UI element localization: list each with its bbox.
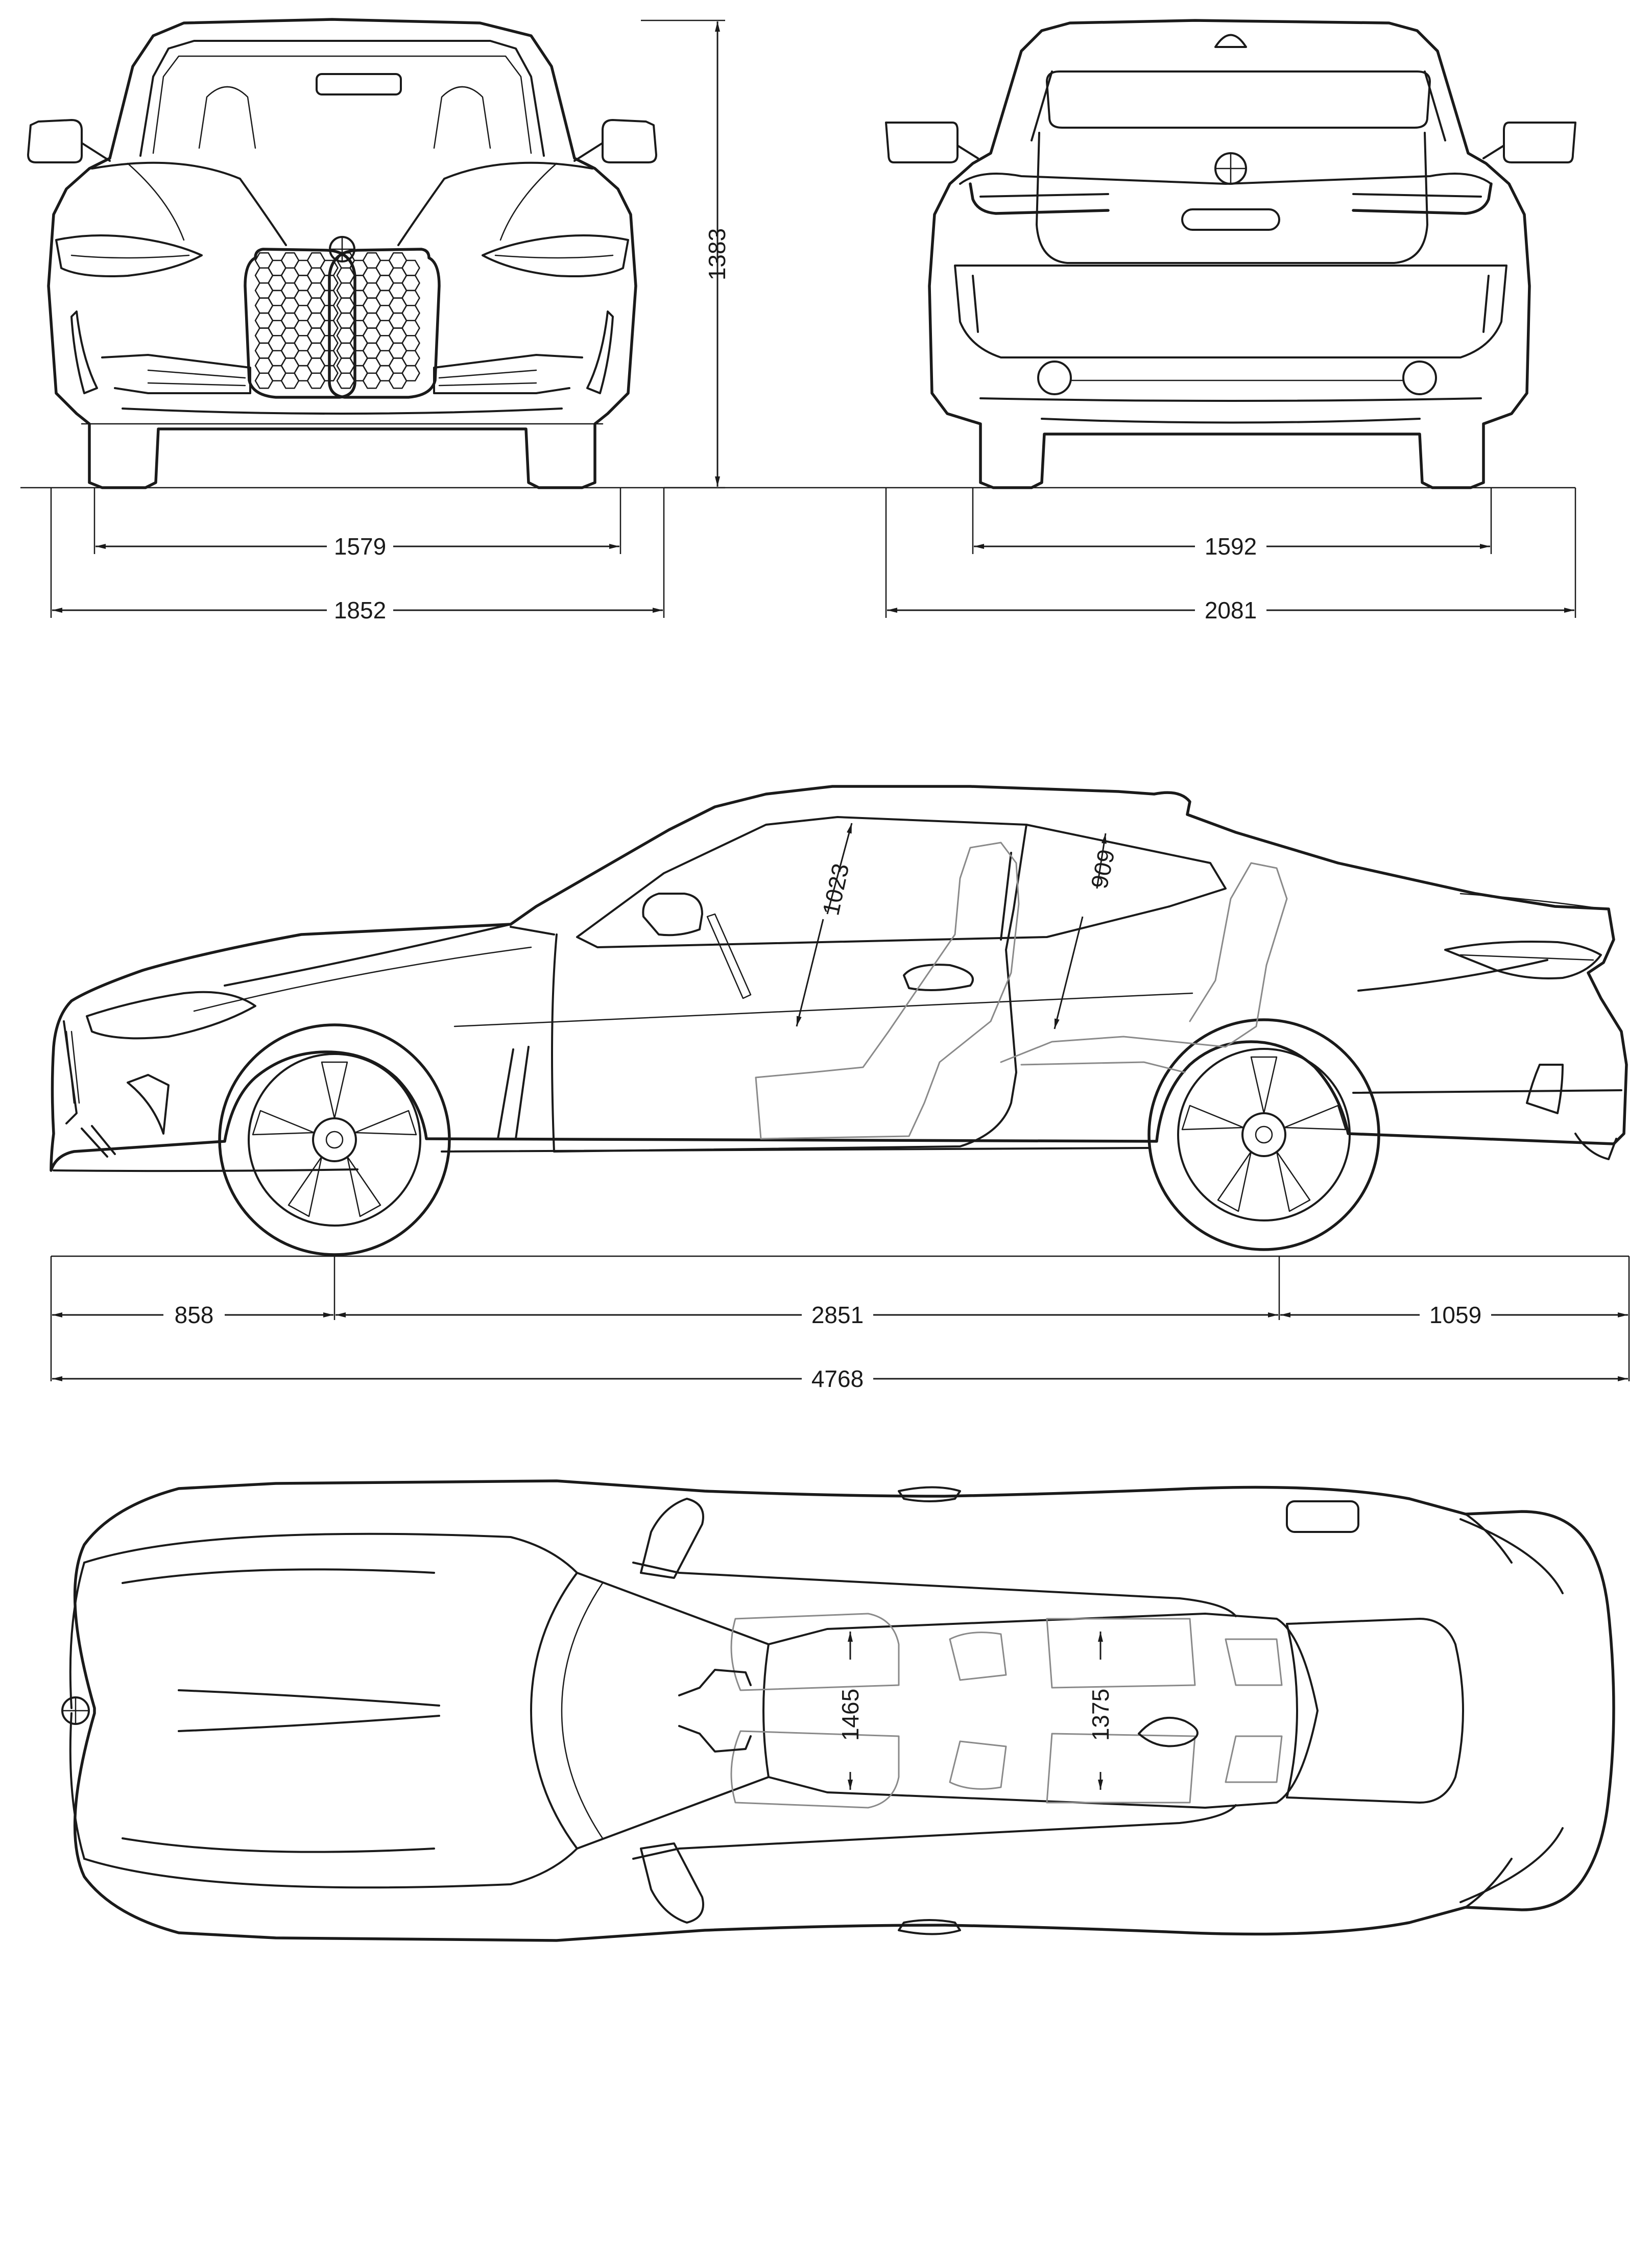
rear-wheel-spokes <box>1181 1056 1347 1212</box>
left-kidney-grille <box>244 248 356 399</box>
right-kidney-grille <box>328 248 441 399</box>
grille-cell <box>401 305 420 322</box>
grille-cell <box>401 365 420 381</box>
rear-right-mirror <box>1503 122 1576 163</box>
dim-front-width: 1852 <box>334 597 386 624</box>
left-headlight <box>55 234 203 277</box>
dim-rear-headroom: 909 <box>1086 847 1120 891</box>
side-mirror <box>642 893 703 937</box>
top-windshield <box>530 1572 770 1850</box>
rear-left-taillight <box>969 182 1110 215</box>
dimension-labels: 1383 1579 1852 1592 2081 858 2851 1059 4… <box>175 228 1482 1741</box>
side-window-frame <box>576 816 1227 948</box>
dim-rear-track: 1592 <box>1205 533 1257 560</box>
side-view <box>50 785 1628 1256</box>
grille-cell <box>401 259 420 276</box>
rear-left-mirror <box>885 122 959 163</box>
front-wheel <box>218 1023 451 1256</box>
grille-cell <box>401 290 420 306</box>
dim-front-track: 1579 <box>334 533 386 560</box>
side-headlight <box>86 991 256 1040</box>
top-mirror-upper <box>640 1498 704 1579</box>
dim-rear-shoulder-width: 1375 <box>1087 1689 1114 1741</box>
grille-cell <box>401 275 420 292</box>
grille-cell <box>401 334 420 351</box>
right-headlight <box>482 234 629 277</box>
dim-front-overhang: 858 <box>175 1302 214 1328</box>
dim-front-height: 1383 <box>704 228 730 280</box>
dim-front-headroom: 1023 <box>817 861 854 918</box>
dim-rear-overhang: 1059 <box>1429 1302 1481 1328</box>
front-view <box>27 18 657 489</box>
rear-seats-top <box>1046 1618 1283 1804</box>
exhaust-right <box>1402 361 1437 395</box>
rear-view <box>885 19 1576 489</box>
rear-window <box>1046 70 1431 129</box>
license-plate-recess <box>1181 208 1280 231</box>
top-mirror-lower <box>640 1842 704 1924</box>
front-wheel-spokes <box>252 1061 417 1217</box>
grille-cell <box>320 365 339 381</box>
top-view <box>61 1479 1615 1942</box>
left-mirror <box>27 119 83 163</box>
dim-wheelbase: 2851 <box>811 1302 864 1328</box>
top-rear-window <box>1286 1618 1464 1804</box>
grille-mesh <box>254 252 420 389</box>
rear-right-taillight <box>1352 182 1493 215</box>
door-handle <box>903 964 974 991</box>
dim-rear-width-mirrors: 2081 <box>1205 597 1257 624</box>
grille-cell <box>401 320 420 337</box>
front-door-outline <box>551 933 1017 1153</box>
dim-overall-length: 4768 <box>811 1365 864 1392</box>
dim-front-shoulder-width: 1465 <box>837 1689 864 1741</box>
grille-cell <box>401 350 420 367</box>
dimension-lines <box>20 19 1630 1790</box>
right-mirror <box>602 119 657 163</box>
exhaust-left <box>1037 361 1072 395</box>
front-seats-top <box>730 1613 1007 1809</box>
top-roof-outline <box>768 1613 1319 1809</box>
side-taillight <box>1444 941 1602 979</box>
rear-wheel <box>1147 1018 1380 1251</box>
